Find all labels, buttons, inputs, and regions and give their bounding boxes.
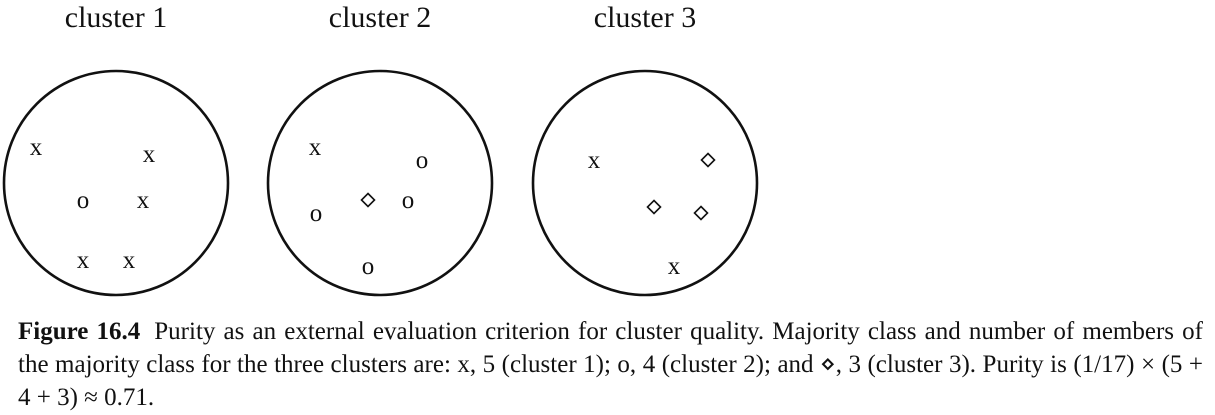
cluster-title: cluster 2 bbox=[329, 1, 431, 34]
point-o: o bbox=[402, 187, 415, 214]
point-x: x bbox=[668, 253, 681, 280]
point-o: o bbox=[310, 200, 323, 227]
cluster-title: cluster 3 bbox=[594, 1, 696, 34]
figure-label: Figure 16.4 bbox=[18, 318, 141, 345]
point-diamond bbox=[700, 152, 716, 168]
point-diamond bbox=[646, 199, 662, 215]
point-x: x bbox=[588, 147, 601, 174]
point-o: o bbox=[362, 253, 375, 280]
point-x: x bbox=[309, 134, 322, 161]
cluster-boundary bbox=[266, 69, 494, 297]
cluster-3: cluster 3 x x bbox=[531, 1, 759, 297]
point-x: x bbox=[143, 141, 156, 168]
point-o: o bbox=[416, 147, 429, 174]
cluster-title: cluster 1 bbox=[65, 1, 167, 34]
point-o: o bbox=[77, 187, 90, 214]
point-x: x bbox=[123, 247, 136, 274]
point-x: x bbox=[137, 187, 150, 214]
point-diamond bbox=[693, 205, 709, 221]
point-diamond bbox=[360, 192, 376, 208]
cluster-boundary bbox=[2, 69, 230, 297]
point-x: x bbox=[30, 134, 43, 161]
point-x: x bbox=[77, 247, 90, 274]
cluster-boundary bbox=[531, 69, 759, 297]
caption-text: Purity as an external evaluation criteri… bbox=[18, 318, 1203, 411]
